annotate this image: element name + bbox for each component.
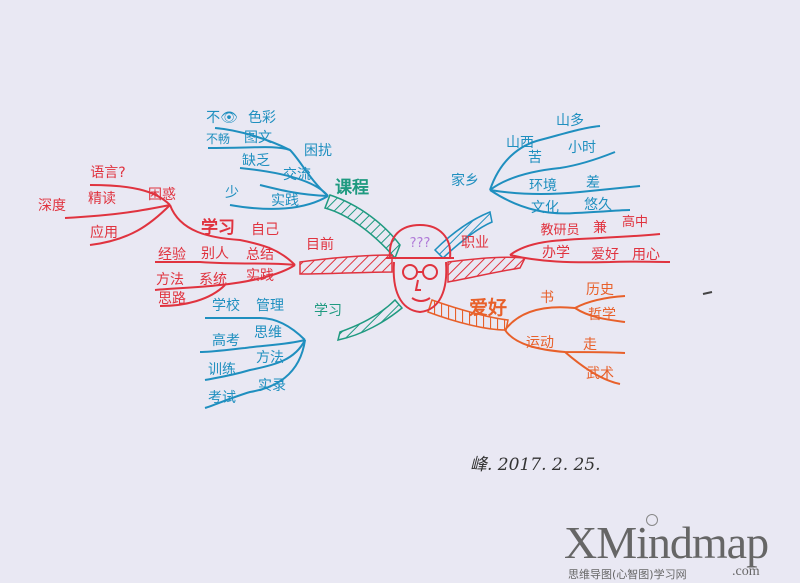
node-aihao-career[interactable]: 爱好	[591, 247, 619, 263]
node-study[interactable]: 学习	[314, 303, 342, 319]
node-shanduo[interactable]: 山多	[556, 113, 584, 129]
branch-course-lines	[207, 127, 329, 210]
node-current[interactable]: 目前	[306, 237, 334, 253]
trunk-current	[299, 254, 393, 275]
node-shanxi[interactable]: 山西	[506, 135, 534, 151]
branch-home-lines	[489, 125, 641, 215]
xmindmap-watermark: XMindmap 思维导图(心智图)学习网 .com	[560, 514, 800, 583]
branch-career-lines	[509, 233, 671, 264]
node-jiaoyanyuan[interactable]: 教研员	[540, 223, 580, 238]
branch-hobby-lines	[504, 295, 626, 385]
node-xiaoshi[interactable]: 小时	[568, 140, 596, 156]
node-zhexue[interactable]: 哲学	[588, 307, 616, 323]
node-silu[interactable]: 思路	[158, 291, 186, 307]
node-course[interactable]: 课程	[335, 178, 369, 198]
watermark-subtitle: 思维导图(心智图)学习网	[568, 568, 687, 581]
node-jiaoliu[interactable]: 交流	[283, 167, 311, 183]
node-gaozhong[interactable]: 高中	[621, 215, 649, 230]
signature-date: 峰. 2017. 2. 25.	[470, 455, 601, 475]
node-ziji[interactable]: 自己	[251, 222, 279, 238]
center-question-marks: ???	[409, 236, 431, 251]
node-jingyan[interactable]: 经验	[158, 247, 186, 263]
node-yingyong[interactable]: 应用	[90, 225, 118, 241]
node-shao[interactable]: 少	[225, 185, 239, 201]
node-kunrao[interactable]: 困扰	[304, 143, 332, 159]
stray-mark	[702, 291, 713, 295]
node-fangfa-current[interactable]: 方法	[156, 272, 184, 288]
lightbulb-icon	[646, 514, 658, 526]
node-youjiu[interactable]: 悠久	[584, 197, 612, 213]
node-shendu[interactable]: 深度	[38, 198, 66, 214]
node-xuexiao[interactable]: 学校	[212, 298, 240, 314]
node-shijian-course[interactable]: 实践	[271, 193, 299, 209]
node-secai[interactable]: 色彩	[248, 110, 276, 126]
trunk-course	[324, 194, 401, 260]
node-kunhuo[interactable]: 困惑	[148, 187, 176, 203]
node-ku[interactable]: 苦	[528, 150, 542, 166]
node-kaoshi[interactable]: 考试	[208, 390, 236, 406]
node-lishi[interactable]: 历史	[586, 282, 614, 298]
node-siwei[interactable]: 思维	[254, 325, 282, 341]
node-guanli[interactable]: 管理	[256, 298, 284, 314]
node-quefa[interactable]: 缺乏	[242, 153, 270, 169]
node-yongxin[interactable]: 用心	[632, 247, 660, 263]
node-wenhua[interactable]: 文化	[531, 200, 559, 216]
node-wushu[interactable]: 武术	[586, 366, 614, 382]
node-xitong[interactable]: 系统	[199, 272, 227, 288]
node-shijian-current[interactable]: 实践	[246, 268, 274, 284]
node-yuyan[interactable]: 语言?	[90, 165, 126, 181]
node-jingdu[interactable]: 精读	[88, 191, 116, 207]
trunk-study	[336, 298, 404, 341]
node-xuexi-current[interactable]: 学习	[201, 218, 235, 238]
node-cha[interactable]: 差	[586, 175, 600, 191]
branch-current-lines	[64, 184, 296, 307]
node-yundong[interactable]: 运动	[526, 335, 554, 351]
node-fangfa-study[interactable]: 方法	[256, 350, 284, 366]
node-zongjie[interactable]: 总结	[246, 247, 274, 263]
node-buchang[interactable]: 不畅	[205, 132, 231, 146]
node-xunlian[interactable]: 训练	[208, 362, 236, 378]
watermark-brand: XMindmap	[564, 517, 769, 568]
watermark-domain: .com	[732, 564, 760, 579]
node-hobby[interactable]: 爱好	[468, 297, 508, 319]
node-gaokao[interactable]: 高考	[212, 333, 240, 349]
node-bu-eye[interactable]: 不👁	[206, 110, 238, 126]
node-career[interactable]: 职业	[461, 235, 489, 251]
node-zou[interactable]: 走	[583, 337, 597, 353]
node-banxue[interactable]: 办学	[542, 245, 570, 261]
node-home[interactable]: 家乡	[451, 173, 479, 189]
trunk-career	[447, 256, 527, 283]
node-shu[interactable]: 书	[540, 290, 554, 306]
node-shilu[interactable]: 实录	[258, 378, 286, 394]
branch-study-lines	[199, 317, 306, 409]
node-tuwen[interactable]: 图文	[244, 130, 272, 146]
node-jian[interactable]: 兼	[593, 220, 607, 236]
node-bieren[interactable]: 别人	[201, 246, 229, 262]
center-face-icon	[386, 223, 454, 314]
node-huanjing[interactable]: 环境	[529, 178, 557, 194]
